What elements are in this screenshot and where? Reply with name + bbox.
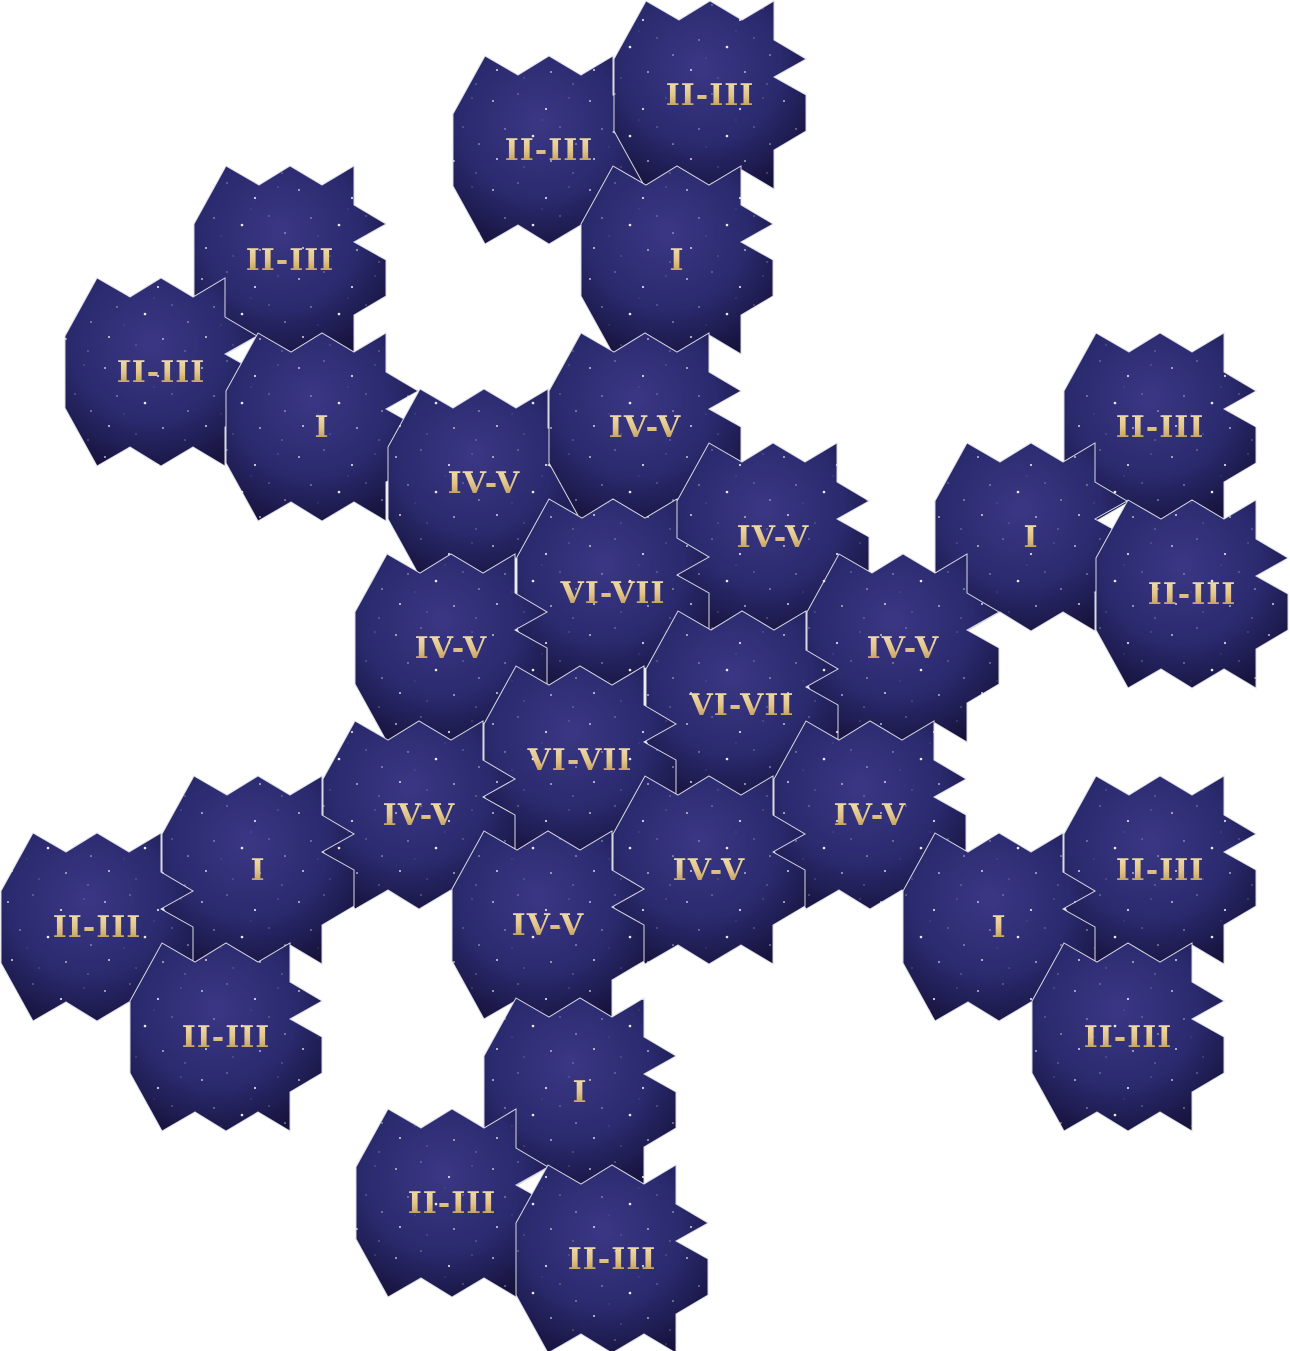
hex-tile[interactable]: II-III [613, 0, 807, 190]
tile-level-label: I [314, 410, 329, 445]
tile-level-label: II-III [53, 910, 142, 945]
starfield [356, 1109, 548, 1297]
hex-tile[interactable]: I [161, 775, 355, 965]
hex-tile[interactable]: IV-V [354, 553, 548, 743]
starfield [774, 721, 966, 909]
starfield [1064, 776, 1256, 964]
hex-tile[interactable]: II-III [64, 277, 258, 467]
starfield [613, 776, 805, 964]
tile-level-label: II-III [117, 355, 206, 390]
starfield [677, 443, 869, 631]
tile-level-label: IV-V [512, 908, 585, 943]
tile-level-label: I [250, 853, 265, 888]
tile-level-label: II-III [408, 1186, 497, 1221]
starfield [226, 333, 418, 521]
starfield [581, 166, 773, 354]
hex-tile[interactable]: II-III [193, 165, 387, 355]
starfield [130, 943, 322, 1131]
tile-level-label: IV-V [383, 798, 456, 833]
hex-tile[interactable]: II-III [1063, 332, 1257, 522]
tile-level-label: IV-V [415, 631, 488, 666]
hex-tile[interactable]: I [580, 165, 774, 355]
tile-level-label: II-III [568, 1242, 657, 1277]
hex-tile[interactable]: II-III [1095, 499, 1289, 689]
tile-level-label: I [669, 243, 684, 278]
starfield [452, 831, 644, 1019]
starfield [194, 166, 386, 354]
starfield [484, 998, 676, 1186]
hex-tile[interactable]: IV-V [676, 442, 870, 632]
tile-level-label: II-III [1084, 1020, 1173, 1055]
starfield [935, 443, 1127, 631]
hex-tile[interactable]: IV-V [806, 553, 1000, 743]
tile-level-label: II-III [1116, 410, 1205, 445]
tile-level-label: II-III [666, 78, 755, 113]
hex-tile[interactable]: II-III [355, 1108, 549, 1298]
starfield [1032, 943, 1224, 1131]
hex-tile[interactable]: IV-V [612, 775, 806, 965]
hex-tile[interactable]: I [483, 997, 677, 1187]
starfield [355, 554, 547, 742]
tile-level-label: IV-V [867, 631, 940, 666]
starfield [1064, 333, 1256, 521]
hex-tile[interactable]: IV-V [451, 830, 645, 1020]
tile-level-label: II-III [1116, 853, 1205, 888]
starfield [517, 499, 709, 687]
tile-level-label: II-III [182, 1020, 271, 1055]
hex-tile[interactable]: I [225, 332, 419, 522]
tile-level-label: I [1023, 520, 1038, 555]
tile-level-label: IV-V [737, 520, 810, 555]
starfield [1096, 500, 1288, 688]
hex-tile[interactable]: II-III [1031, 942, 1225, 1132]
tile-level-label: IV-V [834, 798, 907, 833]
tile-level-label: II-III [1148, 577, 1237, 612]
starfield [614, 1, 806, 189]
tile-level-label: VI-VII [527, 743, 633, 778]
starfield [65, 278, 257, 466]
tile-level-label: VI-VII [560, 576, 666, 611]
tile-level-label: IV-V [673, 853, 746, 888]
hex-tile[interactable]: IV-V [773, 720, 967, 910]
tile-level-label: I [572, 1075, 587, 1110]
tile-level-label: IV-V [448, 466, 521, 501]
hex-tile[interactable]: II-III [129, 942, 323, 1132]
tile-level-label: I [991, 910, 1006, 945]
starfield [807, 554, 999, 742]
tile-level-label: VI-VII [689, 688, 795, 723]
tile-level-label: IV-V [609, 410, 682, 445]
hex-tile[interactable]: I [934, 442, 1128, 632]
tile-level-label: II-III [246, 243, 335, 278]
starfield [162, 776, 354, 964]
hex-tile[interactable]: II-III [515, 1164, 709, 1351]
starfield [516, 1165, 708, 1351]
tile-level-label: II-III [505, 133, 594, 168]
